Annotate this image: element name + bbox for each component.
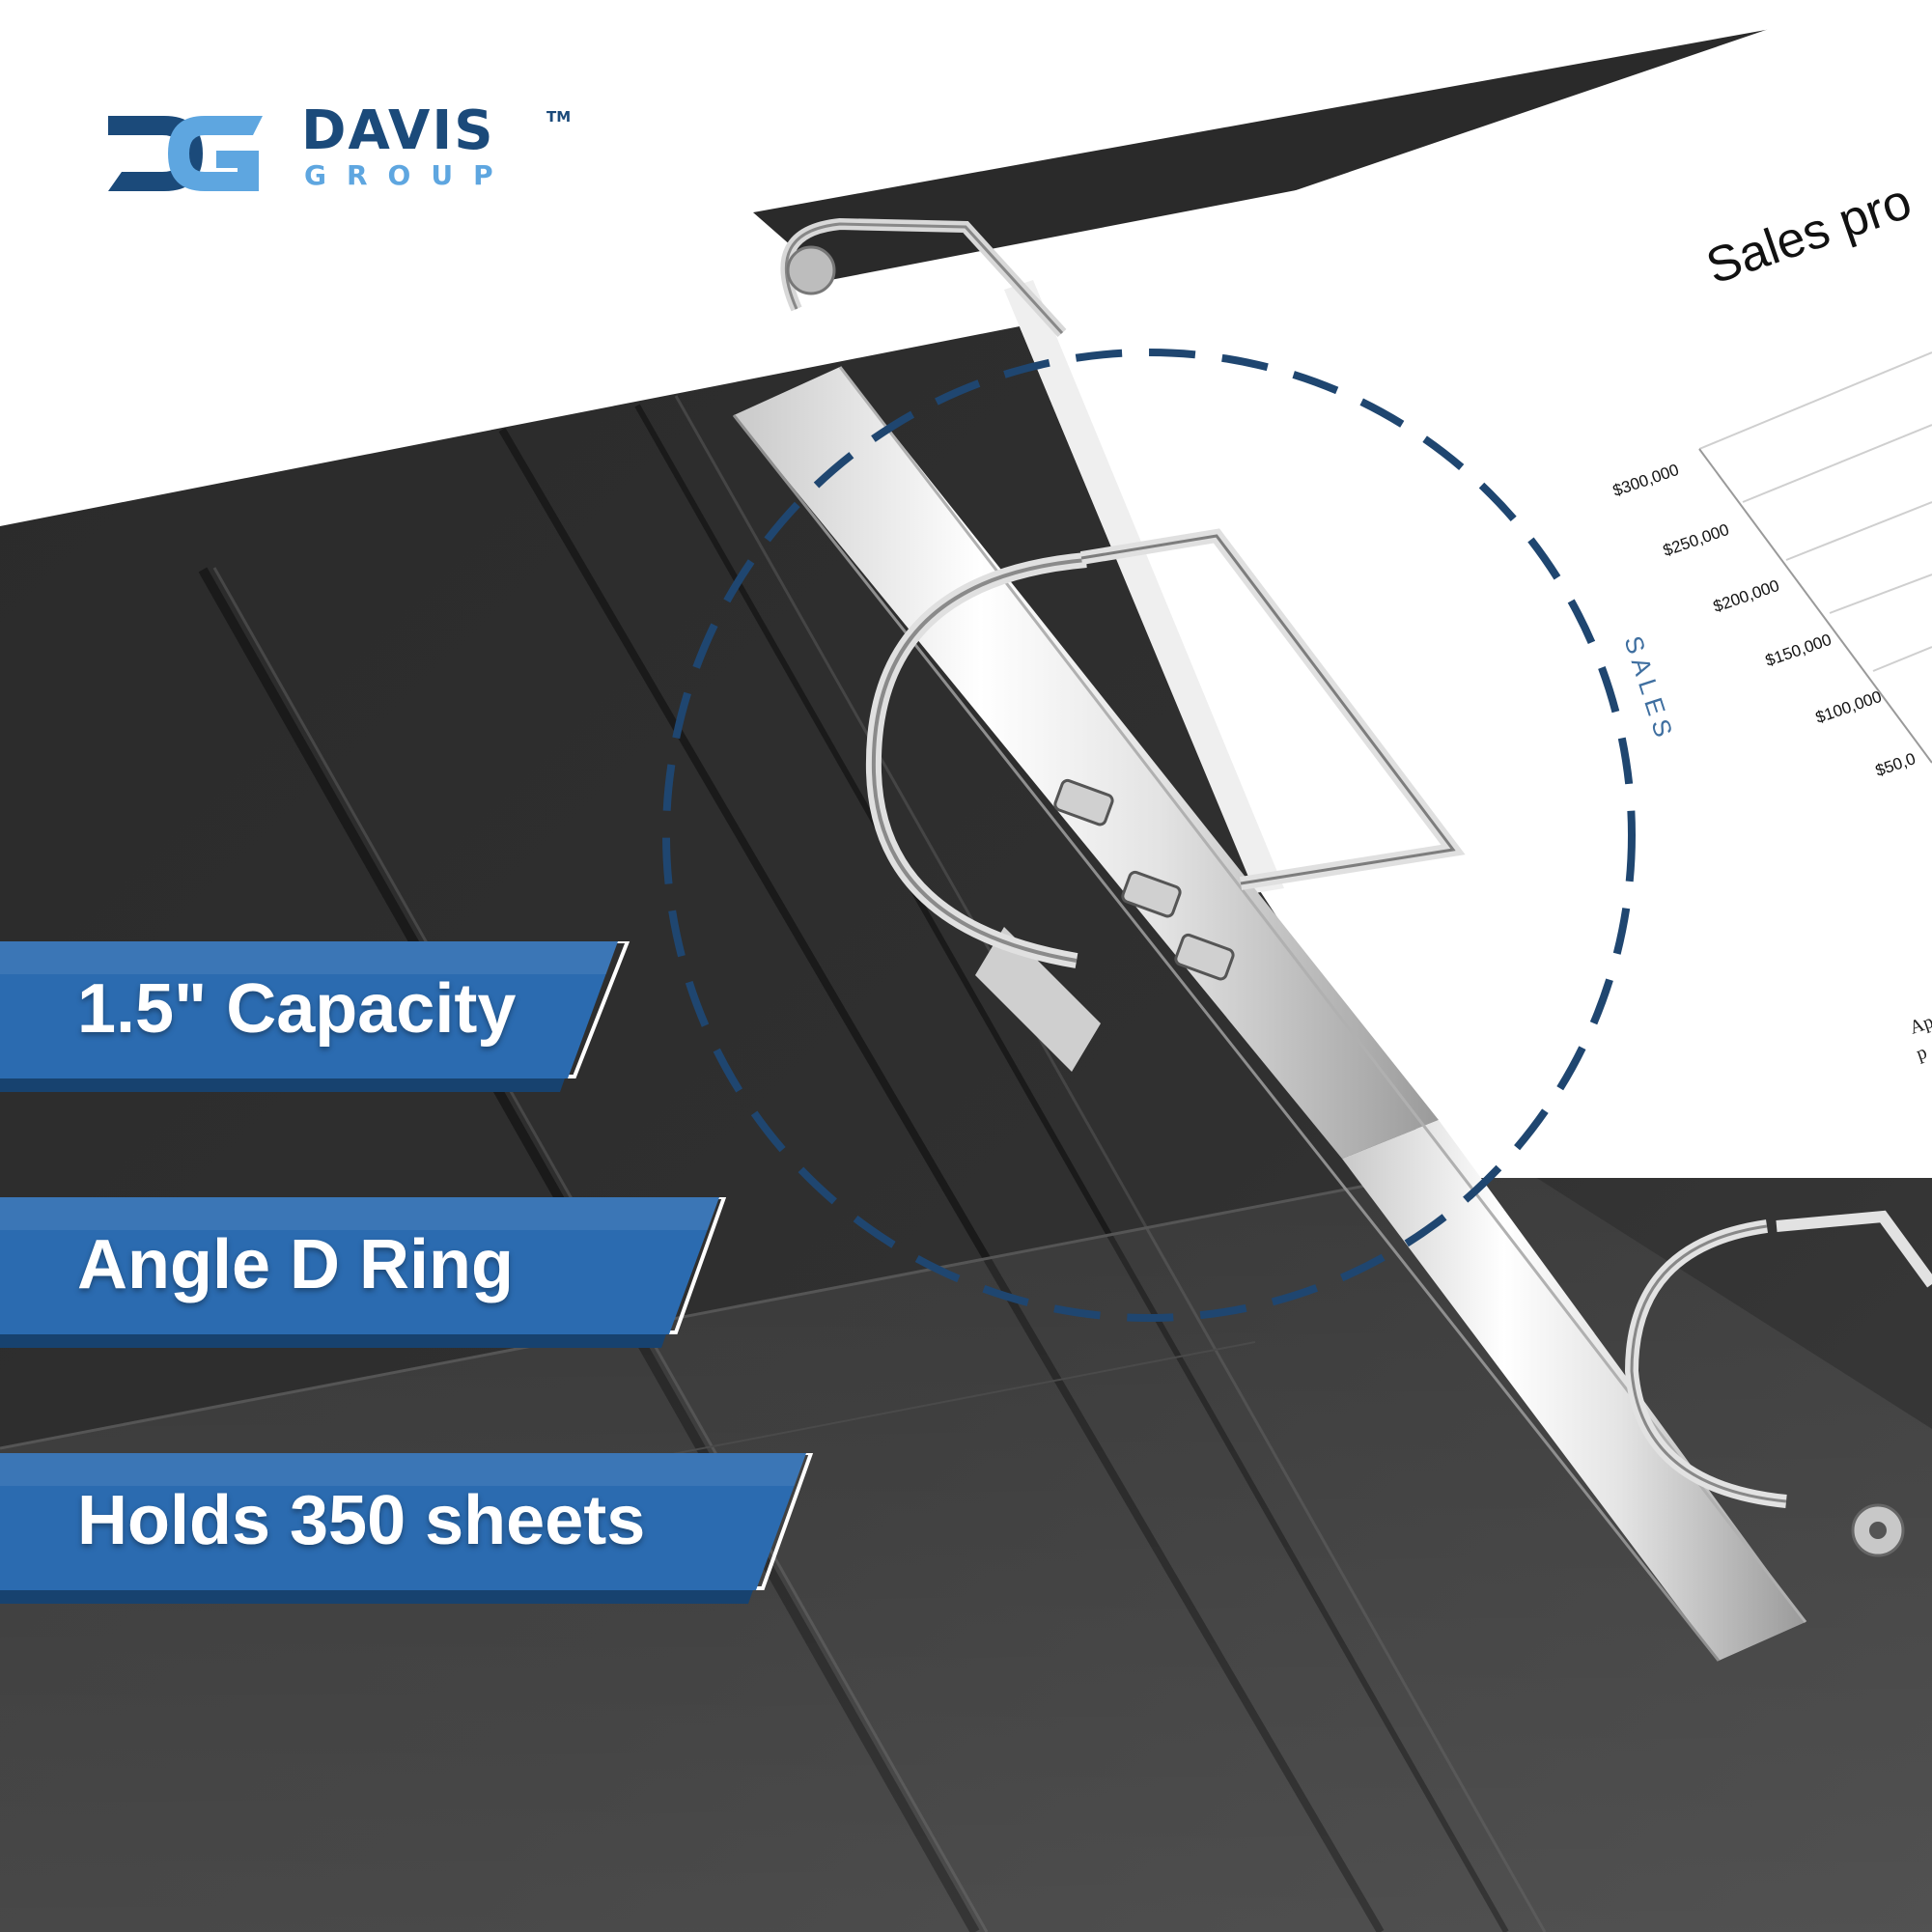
document-chart (1698, 351, 1932, 764)
ring-bottom (1624, 1210, 1932, 1557)
banner-shape (0, 1453, 814, 1604)
brand-trademark: TM (546, 108, 572, 126)
brand-logo: DAVIS TM GROUP (108, 104, 581, 195)
brand-sub: GROUP (304, 159, 514, 191)
feature-label-capacity: 1.5" Capacity (77, 970, 517, 1048)
feature-banner-ring: Angle D Ring (0, 1197, 734, 1352)
feature-banner-capacity: 1.5" Capacity (0, 941, 637, 1096)
ring-middle (865, 528, 1466, 981)
ring-mechanism (734, 367, 1439, 1159)
dg-logo-icon (108, 116, 263, 191)
brand-name: DAVIS (301, 99, 495, 162)
paper-sheet (1004, 0, 1932, 1178)
feature-label-sheets: Holds 350 sheets (77, 1482, 646, 1559)
clear-pocket (0, 1159, 1932, 1932)
banner-shape (0, 1197, 727, 1348)
banner-shape (0, 941, 630, 1092)
feature-banner-sheets: Holds 350 sheets (0, 1453, 821, 1608)
feature-label-ring: Angle D Ring (77, 1226, 514, 1303)
zoom-circle (662, 349, 1636, 1322)
ring-top (780, 217, 1067, 338)
